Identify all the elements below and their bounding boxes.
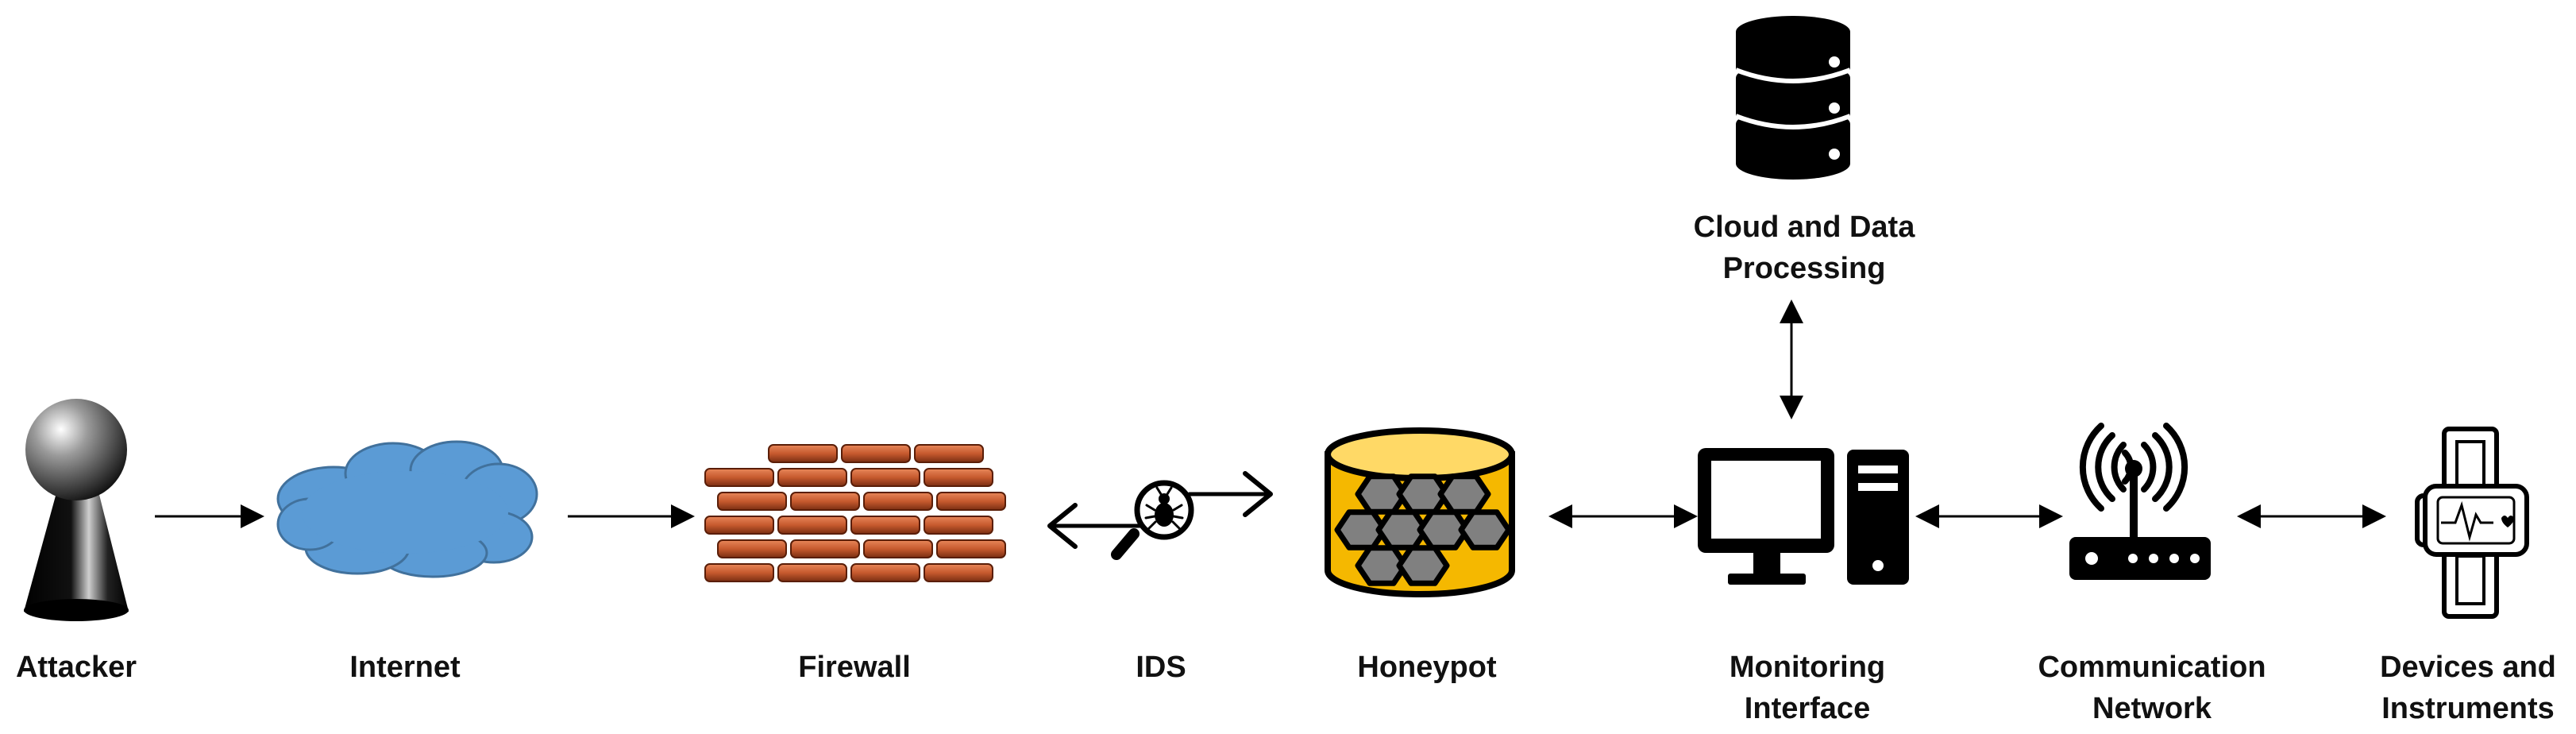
brick [850, 516, 920, 535]
brick [936, 539, 1006, 558]
brick [777, 516, 847, 535]
wireless-router-icon [2069, 423, 2211, 580]
brick [863, 539, 933, 558]
brick [704, 516, 774, 535]
label-communication-line2: Network [2092, 692, 2212, 725]
brick [717, 539, 787, 558]
brick [850, 563, 920, 582]
brick [850, 468, 920, 487]
label-internet: Internet [349, 651, 461, 684]
brick [863, 492, 933, 511]
attacker-pawn-icon [24, 399, 129, 621]
brick [924, 468, 993, 487]
brick-wall-icon [704, 444, 1006, 582]
brick [717, 492, 787, 511]
connection-ids-bidirectional [1047, 471, 1273, 549]
honeycomb-cell [1417, 509, 1471, 550]
label-communication-line1: Communication [2038, 651, 2266, 684]
brick [704, 468, 774, 487]
database-icon [1734, 16, 1852, 180]
label-monitoring-line1: Monitoring [1730, 651, 1885, 684]
computer-icon [1698, 448, 1909, 585]
label-devices-line2: Instruments [2381, 692, 2554, 725]
label-honeypot: Honeypot [1357, 651, 1497, 684]
brick [841, 444, 911, 463]
honeycomb-cell [1458, 509, 1512, 550]
brick [790, 492, 860, 511]
label-attacker: Attacker [16, 651, 137, 684]
honeypot-icon [1325, 427, 1515, 597]
label-monitoring-line2: Interface [1745, 692, 1870, 725]
brick [924, 516, 993, 535]
honeycomb-cell [1437, 473, 1491, 515]
brick [777, 563, 847, 582]
cloud-icon [276, 440, 538, 578]
brick [924, 563, 993, 582]
label-cloud-line1: Cloud and Data [1694, 211, 1916, 244]
brick [768, 444, 838, 463]
brick [704, 563, 774, 582]
honeycomb-cell [1396, 545, 1450, 586]
brick [914, 444, 984, 463]
magnifier-bug-icon [1111, 480, 1194, 560]
brick [777, 468, 847, 487]
label-cloud-line2: Processing [1723, 252, 1886, 285]
honeycomb-cell [1355, 545, 1409, 586]
wearable-device-icon [2415, 427, 2529, 619]
label-devices-line1: Devices and [2380, 651, 2556, 684]
brick [936, 492, 1006, 511]
label-ids: IDS [1136, 651, 1186, 684]
label-firewall: Firewall [798, 651, 911, 684]
brick [790, 539, 860, 558]
